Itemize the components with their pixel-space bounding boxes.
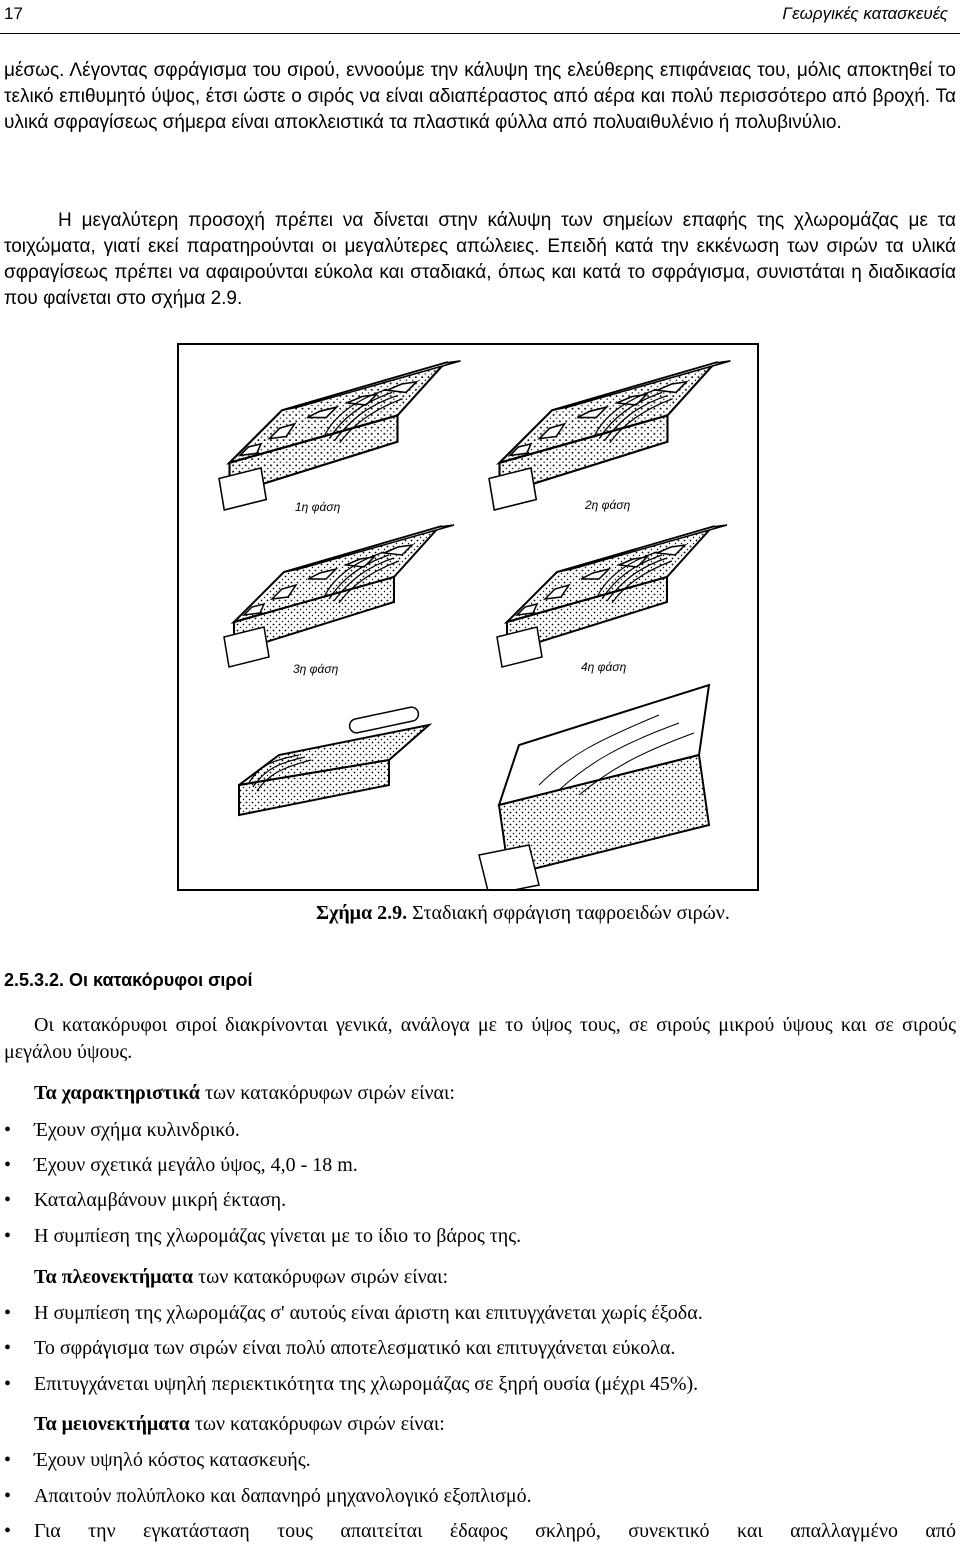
phase-4-label: 4η φάση [581,660,627,674]
phase-3-label: 3η φάση [293,662,339,676]
figure-caption-text: Σταδιακή σφράγιση ταφροειδών σιρών. [407,902,730,924]
page-number: 17 [4,4,23,23]
phase-1-label: 1η φάση [295,500,341,514]
paragraph-sealing-procedure: Η μεγαλύτερη προσοχή πρέπει να δίνεται σ… [4,210,956,309]
header-rule [0,33,960,34]
phase-4-drawing [496,524,728,668]
paragraph-vertical-silos-intro: Οι κατακόρυφοι σιροί διακρίνονται γενικά… [4,1014,956,1063]
rolled-sheet-drawing [238,706,433,817]
page-header: 17 Γεωργικές κατασκευές [0,0,960,34]
running-title: Γεωργικές κατασκευές [782,4,948,23]
covered-trench-drawing [478,683,711,889]
figure-caption: Σχήμα 2.9. Σταδιακή σφράγιση ταφροειδών … [316,902,730,925]
phase-2-label: 2η φάση [584,498,631,512]
phase-1-drawing [217,359,462,512]
figure-caption-label: Σχήμα 2.9. [316,902,408,924]
phase-3-drawing [223,524,455,668]
trench-silo-illustration: 1η φάση 2η φάση 3η φάση 4η φάση [217,359,732,889]
phase-2-drawing [487,359,732,512]
disadvantages-heading: Τα μειονεκτήματα των κατακόρυφων σιρών ε… [34,1413,445,1435]
paragraph-sealing-definition: μέσως. Λέγοντας σφράγισμα του σιρού, ενν… [4,60,956,133]
characteristics-heading: Τα χαρακτηριστικά των κατακόρυφων σιρών … [34,1082,455,1104]
section-heading: 2.5.3.2. Οι κατακόρυφοι σιροί [4,970,253,990]
figure-staged-sealing: 1η φάση 2η φάση 3η φάση 4η φάση [177,343,759,891]
advantages-heading: Τα πλεονεκτήματα των κατακόρυφων σιρών ε… [34,1266,449,1288]
